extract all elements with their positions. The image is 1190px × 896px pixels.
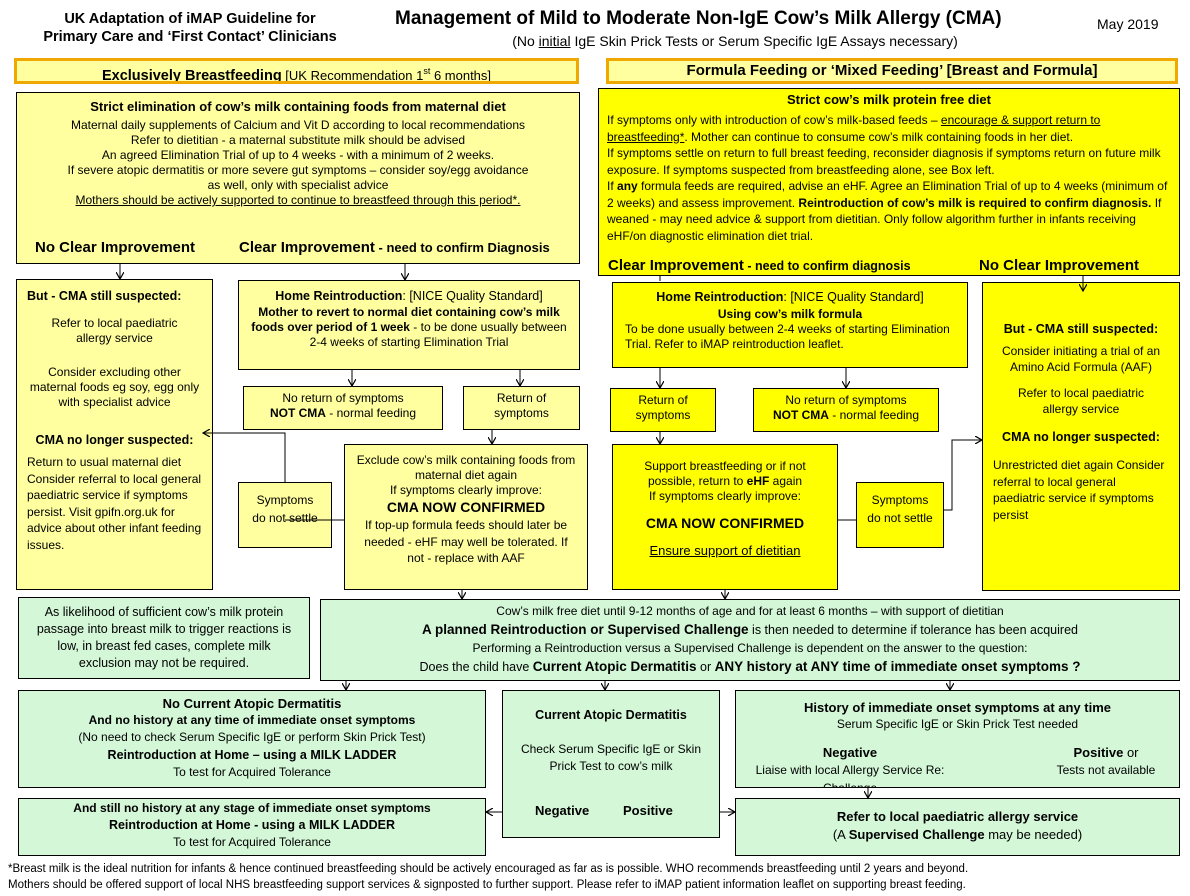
current-atopic-dermatitis-box: Current Atopic Dermatitis Check Serum Sp… (502, 690, 720, 838)
current-ad-positive: Positive (623, 803, 673, 818)
maternal-elimination-title: Strict elimination of cow’s milk contain… (90, 99, 506, 114)
right-symptoms-not-settle-box: Symptoms do not settle (856, 482, 944, 548)
formula-feeding-header: Formula Feeding or ‘Mixed Feeding’ [Brea… (606, 58, 1178, 84)
right-no-clear-improvement: No Clear Improvement (979, 257, 1140, 274)
guideline-label: UK Adaptation of iMAP Guideline for Prim… (43, 11, 337, 45)
current-ad-negative: Negative (535, 803, 590, 818)
left-cma-confirmed: CMA NOW CONFIRMED (386, 499, 546, 515)
history-positive-col: Positive or Tests not available (1056, 745, 1156, 777)
left-return-symptoms-box: Return of symptoms (463, 386, 580, 430)
cows-milk-free-diet-box: Strict cow’s milk protein free diet If s… (598, 88, 1180, 276)
free-diet-title: Strict cow’s milk protein free diet (787, 92, 991, 107)
publication-date: May 2019 (1097, 16, 1159, 32)
still-no-history-box: And still no history at any stage of imm… (18, 798, 486, 856)
breastfeeding-header: Exclusively Breastfeeding [UK Recommenda… (14, 58, 579, 84)
cows-milk-free-diet-plan-box: Cow’s milk free diet until 9-12 months o… (320, 599, 1180, 681)
page-subtitle: (No initial IgE Skin Prick Tests or Seru… (512, 33, 958, 49)
page-title: Management of Mild to Moderate Non-IgE C… (395, 8, 1002, 29)
right-clear-improvement: Clear Improvement - need to confirm diag… (608, 257, 911, 274)
right-no-longer-suspected-title: CMA no longer suspected: (1002, 430, 1160, 444)
left-clear-improvement: Clear Improvement - need to confirm Diag… (239, 239, 550, 256)
no-current-atopic-dermatitis-box: No Current Atopic Dermatitis And no hist… (18, 690, 486, 788)
likelihood-note-box: As likelihood of sufficient cow’s milk p… (18, 597, 310, 679)
right-still-suspected-title: But - CMA still suspected: (1003, 322, 1159, 336)
left-still-suspected-title: But - CMA still suspected: (27, 289, 182, 303)
right-no-return-box: No return of symptoms NOT CMA - normal f… (753, 388, 939, 432)
left-home-reintroduction-box: Home Reintroduction: [NICE Quality Stand… (238, 280, 580, 370)
left-symptoms-not-settle-box: Symptoms do not settle (238, 482, 332, 548)
footnote: *Breast milk is the ideal nutrition for … (8, 863, 969, 891)
left-no-clear-improvement: No Clear Improvement (35, 239, 196, 256)
free-diet-text: If symptoms only with introduction of co… (607, 113, 1168, 243)
right-cma-confirmed: CMA NOW CONFIRMED (645, 515, 805, 531)
history-immediate-onset-box: History of immediate onset symptoms at a… (735, 690, 1180, 788)
right-cma-confirmed-box: Support breastfeeding or if not possible… (612, 444, 838, 590)
history-negative-col: Negative Liaise with local Allergy Servi… (755, 745, 945, 788)
maternal-elimination-text: Maternal daily supplements of Calcium an… (67, 118, 529, 207)
refer-paediatric-allergy-box: Refer to local paediatric allergy servic… (735, 798, 1180, 856)
right-cma-still-suspected-box: But - CMA still suspected: Consider init… (982, 282, 1180, 591)
arrow-left-to-column (204, 433, 286, 482)
arrow-right-to-column (944, 440, 981, 511)
right-home-reintroduction-box: Home Reintroduction: [NICE Quality Stand… (612, 282, 968, 368)
left-no-longer-suspected-title: CMA no longer suspected: (35, 433, 194, 447)
right-return-symptoms-box: Return of symptoms (610, 388, 716, 432)
left-cma-still-suspected-box: But - CMA still suspected: Refer to loca… (16, 279, 213, 590)
left-cma-confirmed-box: Exclude cow’s milk containing foods from… (344, 444, 588, 590)
maternal-elimination-box: Strict elimination of cow’s milk contain… (16, 92, 580, 264)
left-no-return-box: No return of symptoms NOT CMA - normal f… (243, 386, 443, 430)
